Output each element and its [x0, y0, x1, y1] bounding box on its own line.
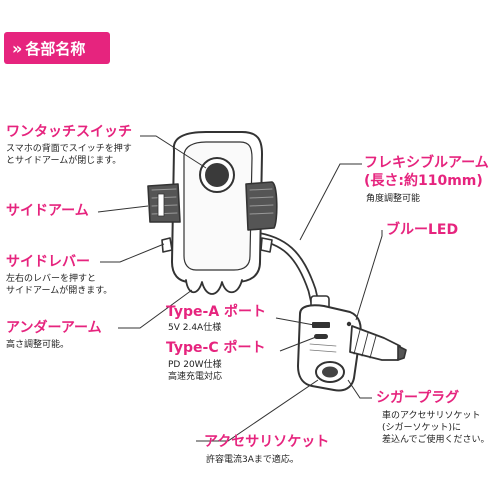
desc-type-c-port-line2: 高速充電対応 — [168, 372, 223, 382]
label-accessory-socket: アクセサリソケット — [204, 434, 330, 450]
section-title: 各部名称 — [25, 39, 86, 58]
desc-side-lever-line2: サイドアームが開きます。 — [6, 286, 113, 296]
desc-cigar-plug-line3: 差込んでご使用ください。 — [382, 435, 490, 445]
desc-flexible-arm: 角度調整可能 — [366, 194, 421, 204]
under-arm — [185, 279, 243, 295]
desc-type-a-port: 5V 2.4A仕様 — [168, 323, 222, 333]
label-blue-led: ブルーLED — [386, 222, 459, 238]
left-side-lever — [161, 237, 173, 253]
label-side-arm: サイドアーム — [6, 203, 89, 219]
desc-type-c-port-line1: PD 20W仕様 — [168, 360, 222, 370]
desc-under-arm: 高さ調整可能。 — [6, 340, 70, 350]
desc-one-touch-switch-line2: とサイドアームが閉じます。 — [6, 156, 122, 166]
label-cigar-plug: シガープラグ — [376, 390, 460, 406]
section-header: » 各部名称 — [4, 32, 110, 64]
chevron-right-icon: » — [12, 38, 22, 58]
desc-side-lever-line1: 左右のレバーを押すと — [6, 274, 97, 284]
label-type-c-port: Type-C ポート — [166, 340, 266, 356]
label-flexible-arm-length: (長さ:約110mm) — [364, 173, 483, 189]
right-side-lever — [260, 237, 273, 253]
switch-button — [205, 163, 229, 187]
type-c-port — [314, 334, 328, 339]
label-type-a-port: Type-A ポート — [166, 304, 267, 320]
leader-lines — [97, 135, 383, 442]
desc-cigar-plug-line1: 車のアクセサリソケット — [382, 411, 481, 421]
blue-led-indicator — [346, 321, 352, 327]
label-one-touch-switch: ワンタッチスイッチ — [6, 124, 132, 140]
type-a-port — [312, 322, 330, 328]
desc-accessory-socket: 許容電流3Aまで適応。 — [206, 455, 299, 465]
label-side-lever: サイドレバー — [6, 254, 90, 270]
label-flexible-arm: フレキシブルアーム — [364, 155, 489, 171]
desc-cigar-plug-line2: (シガーソケット)に — [382, 423, 462, 433]
label-under-arm: アンダーアーム — [6, 320, 102, 336]
desc-one-touch-switch-line1: スマホの背面でスイッチを押す — [6, 144, 132, 154]
